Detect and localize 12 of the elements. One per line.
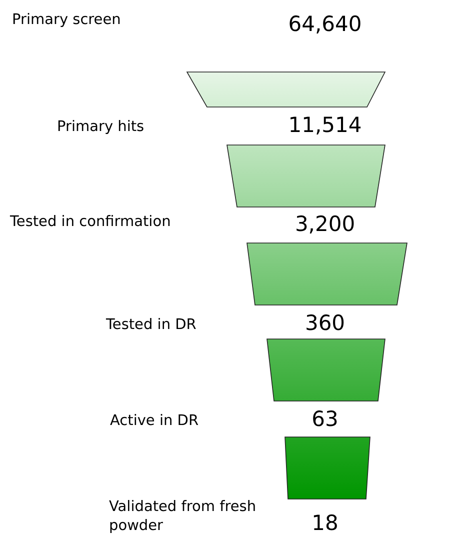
stage-label: Primary screen xyxy=(12,11,121,30)
stage-label: Tested in confirmation xyxy=(10,213,171,232)
stage-count: 63 xyxy=(312,407,338,431)
stage-count: 64,640 xyxy=(288,12,362,36)
stage-count: 11,514 xyxy=(288,113,362,137)
stage-count: 18 xyxy=(312,511,338,535)
stage-count: 3,200 xyxy=(294,212,356,236)
stage-count: 360 xyxy=(304,311,346,335)
stage-label: Active in DR xyxy=(110,412,199,431)
stage-label: Validated from fresh powder xyxy=(109,498,258,536)
stage-label: Tested in DR xyxy=(106,316,196,335)
stage-label: Primary hits xyxy=(57,118,144,137)
